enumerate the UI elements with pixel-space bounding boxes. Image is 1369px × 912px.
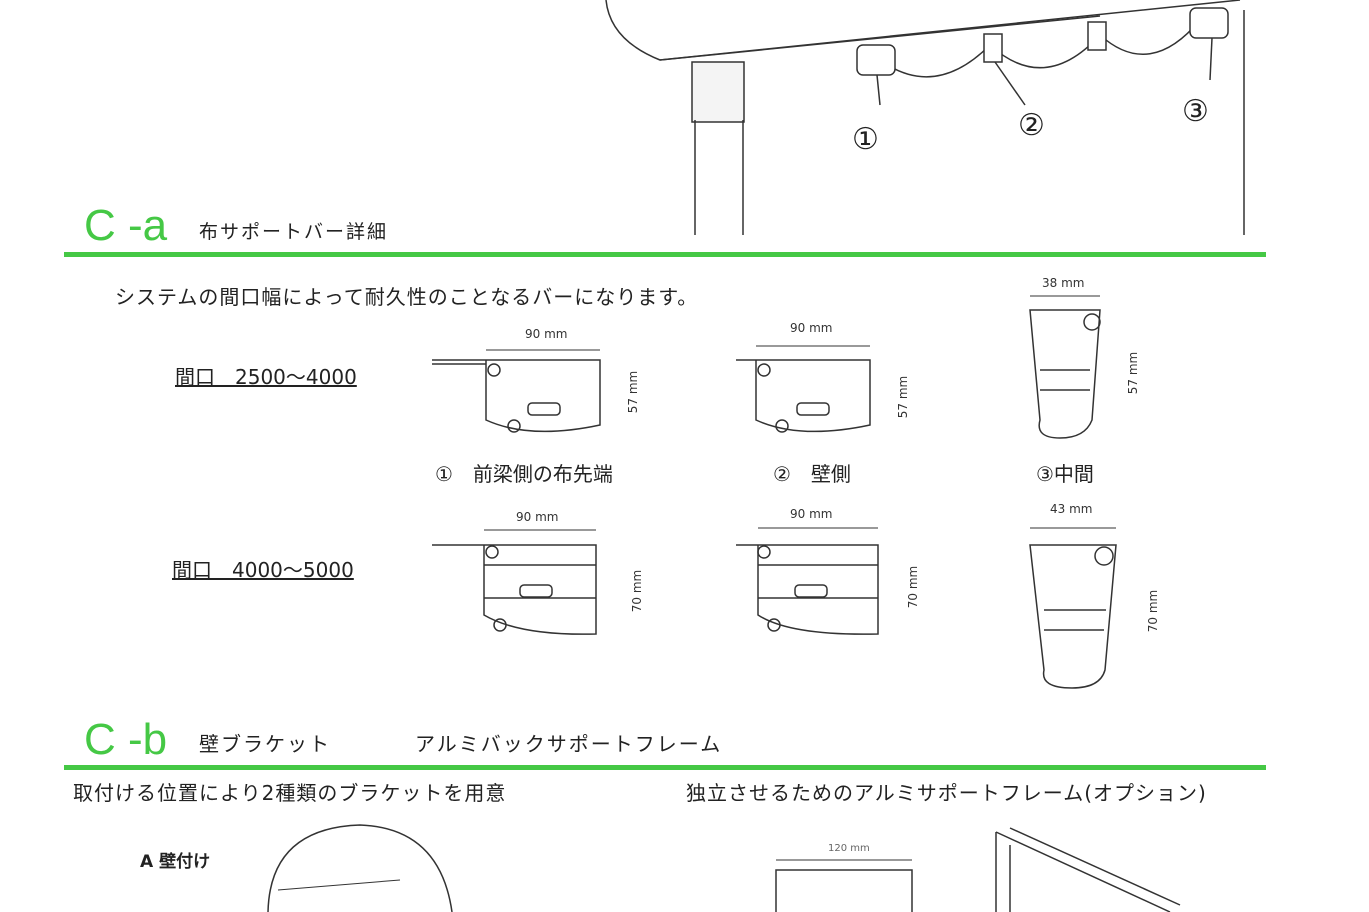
dim: 43 mm <box>1050 502 1093 516</box>
bracket-a-label: A 壁付け <box>140 852 211 872</box>
section-b-divider <box>64 765 1266 770</box>
caption-2: ② 壁側 <box>773 462 851 486</box>
row1-label: 間口 2500～4000 <box>175 365 357 389</box>
section-b-code: C -b <box>84 715 168 764</box>
row2-label: 間口 4000～5000 <box>172 558 354 582</box>
dim: 57 mm <box>626 370 641 414</box>
dim: 38 mm <box>1042 276 1085 290</box>
frame-dim: 120 mm <box>828 843 870 854</box>
bar-profiles-row1 <box>432 295 1101 439</box>
section-a-description: システムの間口幅によって耐久性のことなるバーになります。 <box>115 285 699 309</box>
marker-2: ② <box>1018 108 1045 143</box>
section-a-code: C -a <box>84 201 168 250</box>
dim: 90 mm <box>790 321 833 335</box>
bracket-description: 取付ける位置により2種類のブラケットを用意 <box>73 781 507 805</box>
section-a-title: 布サポートバー詳細 <box>199 221 389 243</box>
support-frame-drawing <box>775 827 1181 912</box>
marker-1: ① <box>852 122 879 157</box>
section-a-divider <box>64 252 1266 257</box>
caption-3: ③中間 <box>1036 462 1094 486</box>
dim: 90 mm <box>790 507 833 521</box>
dim: 70 mm <box>906 565 921 609</box>
bracket-drawing <box>267 824 453 912</box>
dim: 70 mm <box>1146 589 1161 633</box>
dim: 90 mm <box>525 327 568 341</box>
section-b-title: 壁ブラケット <box>199 732 331 756</box>
frame-description: 独立させるためのアルミサポートフレーム(オプション) <box>686 781 1207 805</box>
awning-drawing <box>605 0 1245 235</box>
section-b-title2: アルミバックサポートフレーム <box>415 732 723 756</box>
dim: 70 mm <box>630 569 645 613</box>
caption-1: ① 前梁側の布先端 <box>435 462 613 486</box>
marker-3: ③ <box>1182 94 1209 129</box>
bar-profiles-row2 <box>432 527 1117 689</box>
dim: 90 mm <box>516 510 559 524</box>
dim: 57 mm <box>896 375 911 419</box>
dim: 57 mm <box>1126 351 1141 395</box>
